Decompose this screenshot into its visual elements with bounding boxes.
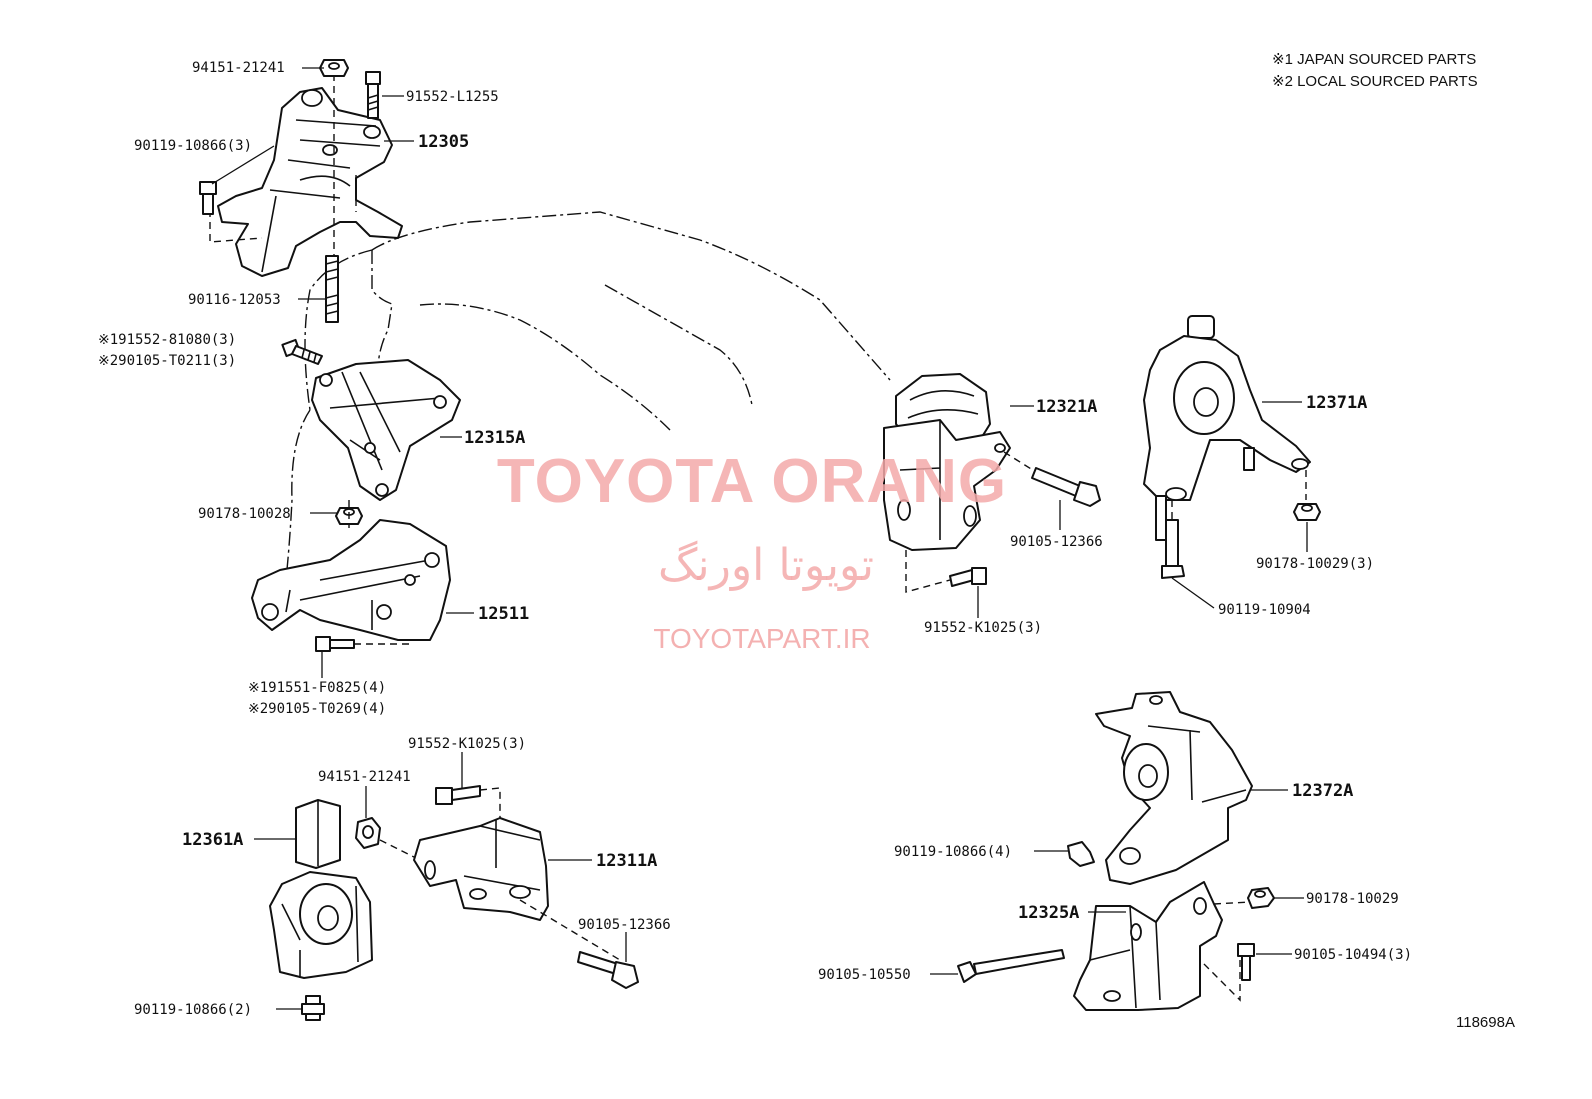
- bolt-90105-12366-lower: [577, 951, 639, 989]
- bracket-12325A: [1073, 881, 1251, 1011]
- mount-12371A: [1143, 315, 1311, 560]
- bolt-90119-10866-4: [1067, 841, 1095, 867]
- watermark-site: TOYOTAPART.IR: [653, 623, 870, 654]
- label-91551-F0825: ※191551-F0825(4): [248, 680, 386, 696]
- label-90119-10904: 90119-10904: [1218, 602, 1311, 618]
- label-12325A: 12325A: [1018, 903, 1079, 923]
- bolt-90105-10494-3: [1237, 943, 1255, 981]
- bolt-90105-12366-mid: [1031, 467, 1101, 507]
- label-94151-21241-lower: 94151-21241: [318, 769, 411, 785]
- leader-lines: [211, 67, 1308, 1010]
- bolt-91551-F0825: [315, 636, 412, 652]
- nut-90178-10029: [1247, 887, 1275, 909]
- bracket-12315A: [311, 359, 461, 501]
- mount-12305: [209, 74, 403, 300]
- bracket-12511: [251, 519, 451, 641]
- bolt-91552-L1255: [365, 71, 381, 119]
- label-12305: 12305: [418, 132, 469, 152]
- label-12321A: 12321A: [1036, 397, 1097, 417]
- label-90105-T0269: ※290105-T0269(4): [248, 701, 386, 717]
- mount-12361A: [269, 799, 373, 979]
- bracket-12311A: [413, 817, 621, 961]
- part-labels: 94151-21241 91552-L1255 90119-10866(3) 1…: [98, 60, 1412, 1018]
- engine-outline: [285, 211, 891, 581]
- label-91552-81080: ※191552-81080(3): [98, 332, 236, 348]
- stud-90116-12053: [325, 255, 339, 323]
- label-90105-12366-lower: 90105-12366: [578, 917, 671, 933]
- label-90119-10866-4: 90119-10866(4): [894, 844, 1012, 860]
- bolt-90119-10866-top: [199, 181, 217, 215]
- label-12315A: 12315A: [464, 428, 525, 448]
- label-12371A: 12371A: [1306, 393, 1367, 413]
- nut-90119-10904: [1161, 519, 1185, 579]
- legend-local-sourced: ※2 LOCAL SOURCED PARTS: [1272, 73, 1478, 90]
- bolt-91552-K1025-mid: [949, 567, 987, 587]
- label-90178-10028: 90178-10028: [198, 506, 291, 522]
- label-12361A: 12361A: [182, 830, 243, 850]
- bolt-90105-10550: [957, 949, 1065, 983]
- nut-94151-21241-lower: [355, 817, 421, 861]
- mount-12372A: [1095, 691, 1253, 885]
- label-90178-10029: 90178-10029: [1306, 891, 1399, 907]
- label-90178-10029-3: 90178-10029(3): [1256, 556, 1374, 572]
- label-91552-K1025-lower: 91552-K1025(3): [408, 736, 526, 752]
- label-90105-10494-3: 90105-10494(3): [1294, 947, 1412, 963]
- nut-90178-10029-3: [1293, 503, 1321, 521]
- label-12372A: 12372A: [1292, 781, 1353, 801]
- label-90105-10550: 90105-10550: [818, 967, 911, 983]
- label-91552-L1255: 91552-L1255: [406, 89, 499, 105]
- bolt-90119-10866-lower: [301, 995, 325, 1021]
- label-91552-K1025-mid: 91552-K1025(3): [924, 620, 1042, 636]
- bolt-91552-K1025-lower: [435, 785, 501, 830]
- label-90119-10866-3: 90119-10866(3): [134, 138, 252, 154]
- nut-94151-21241-top: [319, 59, 349, 77]
- label-90116-12053: 90116-12053: [188, 292, 281, 308]
- label-90105-T0211: ※290105-T0211(3): [98, 353, 236, 369]
- watermark-brand-fa: تویوتا اورنگ: [658, 540, 874, 591]
- nut-90178-10028: [335, 500, 363, 528]
- mount-12321A: [883, 373, 1037, 593]
- label-90119-10866-2: 90119-10866(2): [134, 1002, 252, 1018]
- legend: ※1 JAPAN SOURCED PARTS ※2 LOCAL SOURCED …: [1272, 51, 1478, 90]
- label-12311A: 12311A: [596, 851, 657, 871]
- label-94151-21241-top: 94151-21241: [192, 60, 285, 76]
- watermark-brand: TOYOTA ORANG: [497, 447, 1007, 516]
- bolt-91552-81080: [281, 338, 323, 365]
- label-90105-12366-mid: 90105-12366: [1010, 534, 1103, 550]
- document-id: 118698A: [1456, 1014, 1515, 1031]
- legend-japan-sourced: ※1 JAPAN SOURCED PARTS: [1272, 51, 1476, 68]
- label-12511: 12511: [478, 604, 529, 624]
- watermark: TOYOTA ORANG تویوتا اورنگ TOYOTAPART.IR: [497, 447, 1007, 654]
